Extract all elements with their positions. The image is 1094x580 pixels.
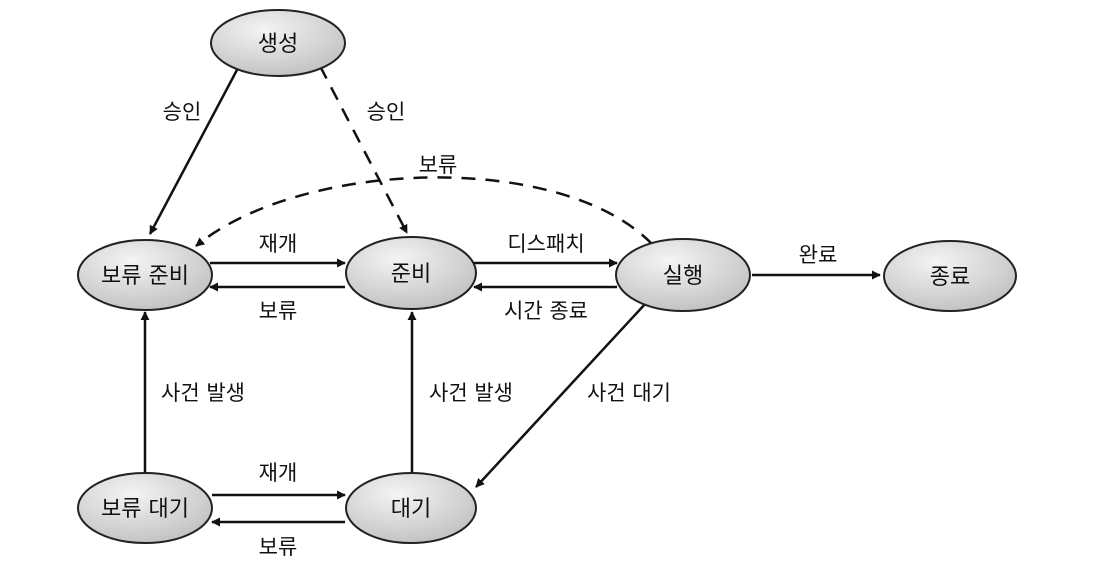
node-blocked-label: 대기 (391, 497, 431, 522)
edge-label-event-wait: 사건 대기 (587, 381, 671, 405)
edge-label-resume-blocked: 재개 (259, 461, 298, 485)
edge-admit-to-ready (318, 65, 409, 234)
node-create-label: 생성 (258, 32, 298, 57)
edge-labels: 승인 승인 보류 재개 보류 디스패치 시간 종료 완료 사건 발생 사건 발생… (161, 100, 837, 559)
node-suspended-blocked-label: 보류 대기 (101, 497, 189, 522)
edge-label-event-occurs-left: 사건 발생 (161, 381, 245, 405)
edge-admit-to-suspended-ready (148, 67, 240, 235)
node-ready: 준비 (345, 236, 477, 310)
node-exit: 종료 (883, 240, 1017, 312)
node-running: 실행 (615, 238, 751, 312)
edge-label-suspend-top: 보류 (419, 153, 458, 177)
node-suspended-blocked: 보류 대기 (77, 472, 213, 544)
edge-label-timeout: 시간 종료 (504, 299, 588, 323)
node-exit-label: 종료 (930, 265, 970, 290)
edge-label-suspend-blocked: 보류 (259, 535, 298, 559)
node-blocked: 대기 (345, 472, 477, 544)
edge-label-dispatch: 디스패치 (507, 232, 584, 256)
node-create: 생성 (210, 9, 346, 77)
edge-label-resume-ready: 재개 (259, 232, 298, 256)
edge-label-event-occurs-right: 사건 발생 (429, 381, 513, 405)
edge-label-admit-left: 승인 (163, 100, 202, 124)
edge-label-suspend-ready: 보류 (259, 299, 298, 323)
edge-label-release: 완료 (799, 243, 838, 267)
node-suspended-ready: 보류 준비 (77, 239, 213, 311)
edge-event-wait (475, 302, 647, 488)
nodes: 생성 보류 준비 준비 실행 종료 보류 대기 대기 (77, 9, 1017, 544)
edge-label-admit-right: 승인 (367, 100, 406, 124)
node-running-label: 실행 (663, 264, 703, 289)
edge-running-to-suspended-ready (195, 176, 653, 247)
node-ready-label: 준비 (391, 262, 431, 287)
node-suspended-ready-label: 보류 준비 (101, 264, 189, 289)
edges (140, 65, 881, 527)
